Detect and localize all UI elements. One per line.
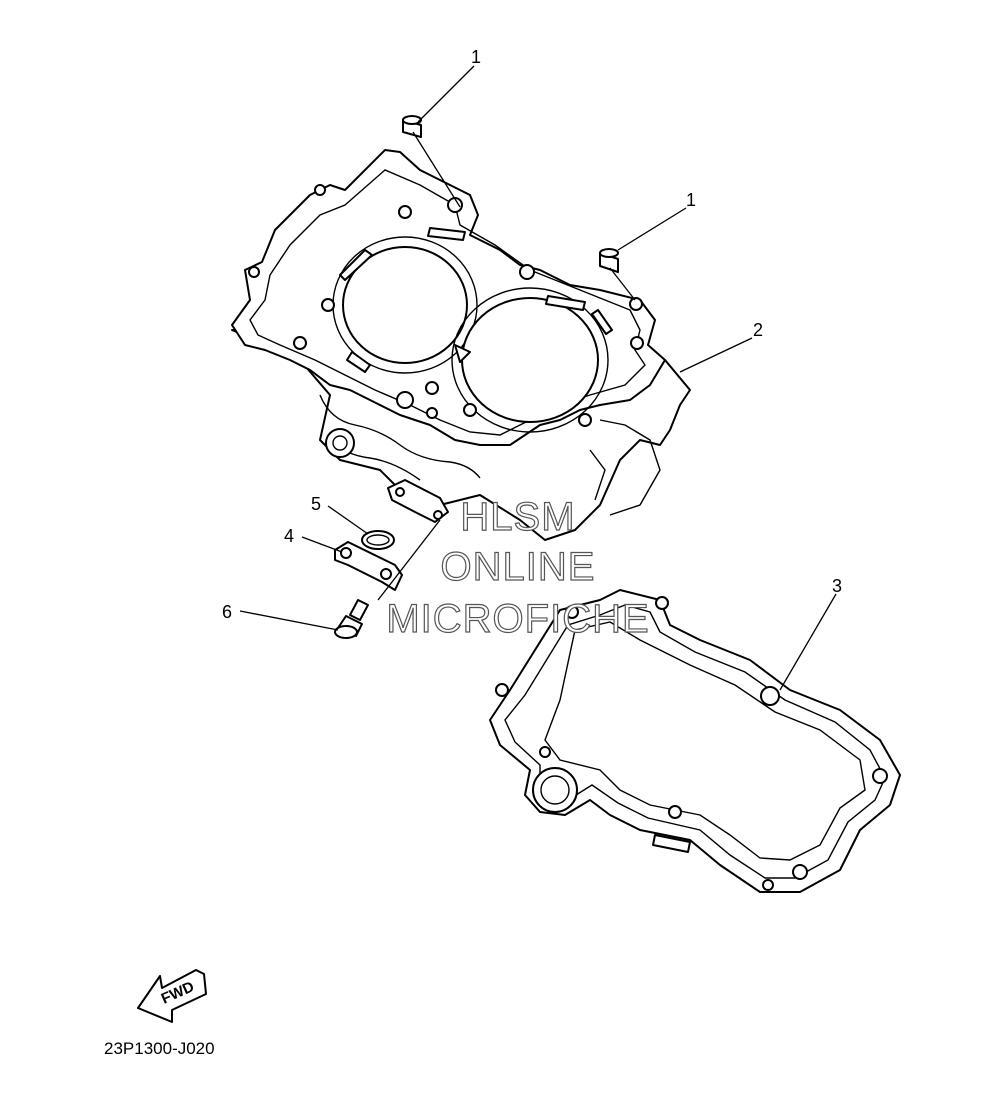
flange-bolt xyxy=(334,599,369,639)
o-ring xyxy=(361,530,395,550)
callout-4: 4 xyxy=(284,526,294,546)
watermark-line-1: HLSM xyxy=(460,495,575,539)
watermark-line-3: MICROFICHE xyxy=(386,597,649,641)
callout-6: 6 xyxy=(222,602,232,622)
callout-1-right: 1 xyxy=(686,190,696,210)
leader-5 xyxy=(327,505,369,535)
callout-3: 3 xyxy=(832,576,842,596)
cylinder-bore-rear xyxy=(461,297,599,423)
diagram-part-code: 23P1300-J020 xyxy=(104,1039,215,1058)
dowel-pin-upper xyxy=(402,115,422,138)
callout-2: 2 xyxy=(753,320,763,340)
cylinder-bore-front xyxy=(342,246,468,364)
dowel-pin-right xyxy=(599,248,619,273)
callout-1-upper: 1 xyxy=(471,47,481,67)
leader-2 xyxy=(679,337,753,373)
watermark-line-2: ONLINE xyxy=(441,545,596,589)
joint-fitting xyxy=(334,541,403,591)
callout-5: 5 xyxy=(311,494,321,514)
forward-arrow-icon: FWD xyxy=(137,969,207,1023)
cylinder-gasket xyxy=(489,589,901,893)
cylinder-block xyxy=(231,149,691,541)
leader-6 xyxy=(239,610,339,631)
leader-1b xyxy=(617,207,687,251)
leader-4 xyxy=(301,536,343,553)
leader-1a xyxy=(417,65,475,123)
leader-3 xyxy=(779,593,837,691)
